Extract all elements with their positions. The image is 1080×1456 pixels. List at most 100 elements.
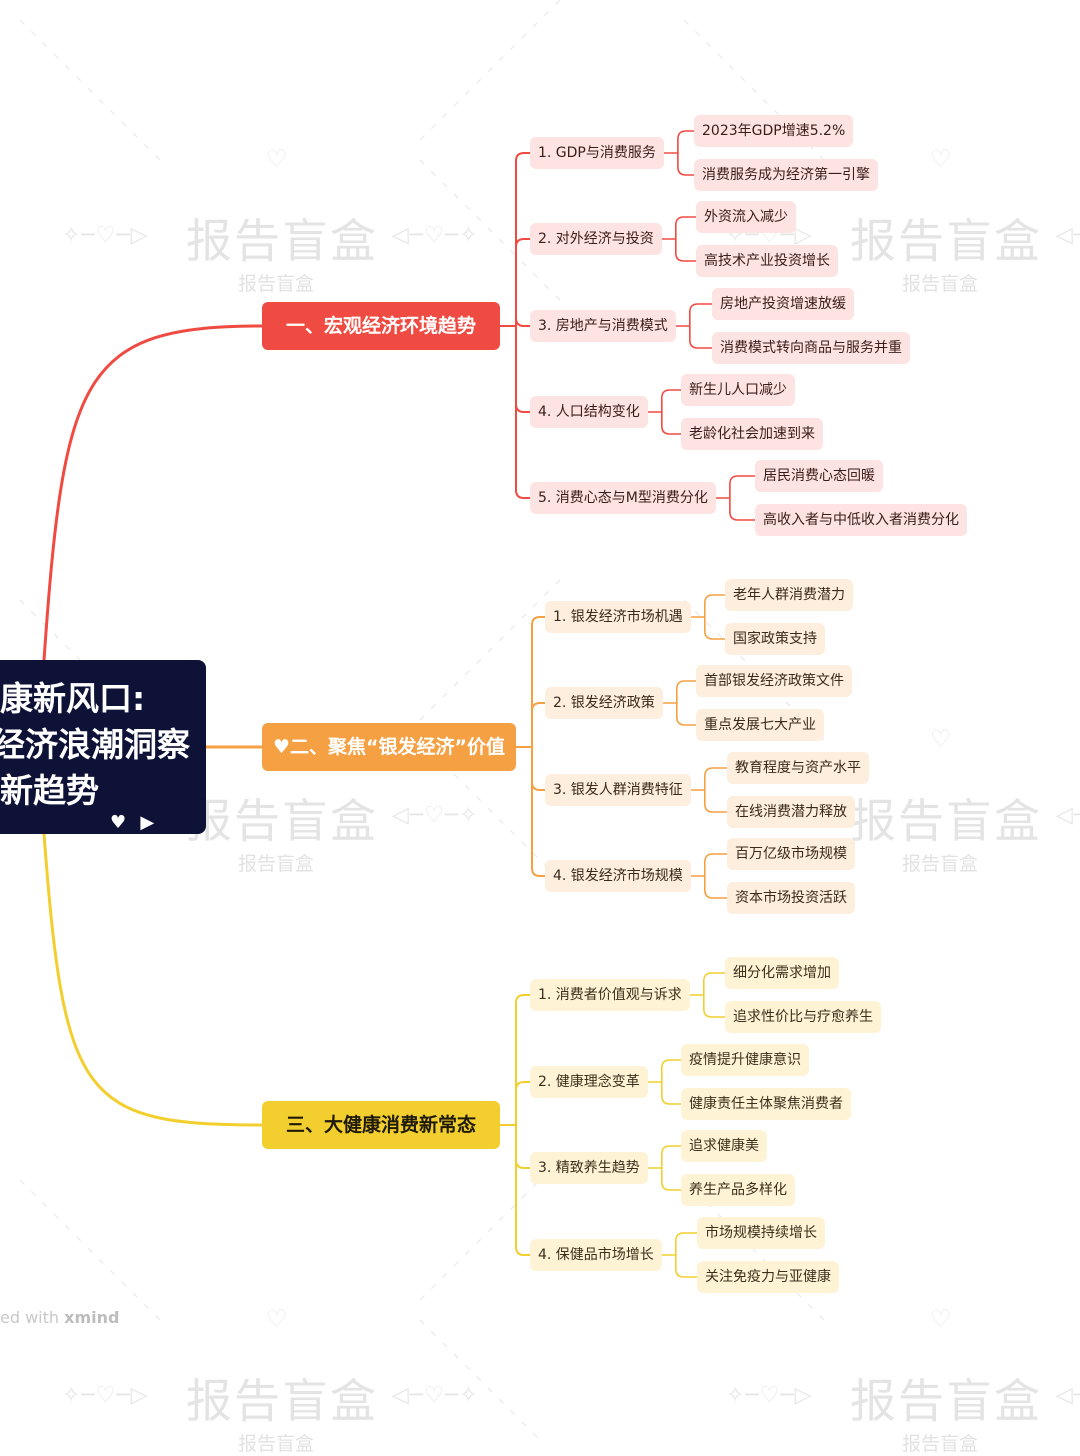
subtopic-silver-market-size[interactable]: 4. 银发经济市场规模 (545, 860, 691, 892)
heart-icon: ♥ (272, 736, 291, 758)
subtopic-m-type-consumption[interactable]: 5. 消费心态与M型消费分化 (530, 482, 716, 514)
connector-sub-leaf (704, 616, 726, 640)
watermark-deco-right: ◁─♡─✧ (1056, 223, 1080, 248)
root-line-1: 康新风口: (0, 679, 146, 718)
connector-sub-leaf (729, 475, 756, 499)
root-node[interactable]: 康新风口: 经济浪潮洞察 新趋势 ♥ ▶ (0, 660, 206, 834)
watermark-caption: 报告盲盒 (238, 853, 315, 875)
leaf-gdp-growth[interactable]: 2023年GDP增速5.2% (694, 115, 854, 147)
watermark-caption: 报告盲盒 (238, 273, 315, 295)
subtopic-health-concept[interactable]: 2. 健康理念变革 (530, 1066, 648, 1098)
connector-sub-leaf (661, 1081, 682, 1105)
subtopic-population[interactable]: 4. 人口结构变化 (530, 396, 648, 428)
leaf-policy-support[interactable]: 国家政策支持 (725, 623, 825, 655)
subtopic-silver-opportunity[interactable]: 1. 银发经济市场机遇 (545, 601, 691, 633)
connector-branch-sub (515, 1081, 531, 1091)
credit-brand: xmind (64, 1308, 120, 1327)
connector-branch-sub (515, 403, 531, 413)
leaf-goods-services[interactable]: 消费模式转向商品与服务并重 (712, 332, 910, 364)
leaf-consumer-responsibility[interactable]: 健康责任主体聚焦消费者 (681, 1088, 851, 1120)
watermark-heart-icon: ♡ (930, 1305, 952, 1333)
connector-sub-leaf (703, 994, 726, 1018)
leaf-first-policy-document[interactable]: 首部银发经济政策文件 (696, 665, 852, 697)
leaf-pandemic-awareness[interactable]: 疫情提升健康意识 (681, 1044, 809, 1076)
root-line-2: 经济浪潮洞察 (0, 725, 190, 764)
connector-branch-sub (531, 616, 546, 626)
watermark-deco-right: ◁─♡─✧ (392, 223, 479, 248)
connector-branch-sub (515, 994, 531, 1004)
leaf-healthy-beauty[interactable]: 追求健康美 (681, 1130, 767, 1162)
leaf-hitech-investment[interactable]: 高技术产业投资增长 (696, 245, 838, 277)
leaf-value-healing[interactable]: 追求性价比与疗愈养生 (725, 1001, 881, 1033)
branch-health-consumption[interactable]: 三、大健康消费新常态 (262, 1101, 500, 1149)
watermark-heart-icon: ♡ (930, 145, 952, 173)
leaf-fdi-decline[interactable]: 外资流入减少 (696, 201, 796, 233)
connector-sub-leaf (676, 702, 697, 726)
watermark-text: 报告盲盒 (850, 214, 1042, 268)
watermark-deco-left: ✧─♡─▷ (62, 223, 149, 248)
watermark-heart-icon: ♡ (266, 1305, 288, 1333)
connector-sub-leaf (661, 1167, 682, 1191)
connector-sub-leaf (689, 303, 713, 327)
watermark-deco-left: ✧─♡─▷ (726, 1383, 813, 1408)
leaf-market-growth[interactable]: 市场规模持续增长 (697, 1217, 825, 1249)
connector-branch-sub (515, 238, 531, 248)
connector-sub-leaf (676, 680, 697, 704)
connector-sub-leaf (677, 130, 695, 154)
watermark-caption: 报告盲盒 (902, 1433, 979, 1455)
leaf-segmented-demand[interactable]: 细分化需求增加 (725, 957, 839, 989)
leaf-online-potential[interactable]: 在线消费潜力释放 (727, 796, 855, 828)
leaf-seven-industries[interactable]: 重点发展七大产业 (696, 709, 824, 741)
connector-sub-leaf (661, 1059, 682, 1083)
leaf-immunity-subhealth[interactable]: 关注免疫力与亚健康 (697, 1261, 839, 1293)
leaf-trillion-market[interactable]: 百万亿级市场规模 (727, 838, 855, 870)
watermark-deco-right: ◁─♡─✧ (1056, 1383, 1080, 1408)
leaf-birth-decline[interactable]: 新生儿人口减少 (681, 374, 795, 406)
watermark-text: 报告盲盒 (186, 214, 378, 268)
leaf-education-assets[interactable]: 教育程度与资产水平 (727, 752, 869, 784)
connector-sub-leaf (703, 972, 726, 996)
leaf-diverse-products[interactable]: 养生产品多样化 (681, 1174, 795, 1206)
connector-sub-leaf (675, 238, 697, 262)
watermark-text: 报告盲盒 (850, 1374, 1042, 1428)
watermark-deco-right: ◁─♡─✧ (392, 1383, 479, 1408)
connector-sub-leaf (704, 594, 726, 618)
leaf-service-engine[interactable]: 消费服务成为经济第一引擎 (694, 159, 878, 191)
subtopic-gdp-consumption[interactable]: 1. GDP与消费服务 (530, 137, 664, 169)
watermark-caption: 报告盲盒 (902, 853, 979, 875)
subtopic-silver-policy[interactable]: 2. 银发经济政策 (545, 687, 663, 719)
watermark-text: 报告盲盒 (186, 794, 378, 848)
subtopic-foreign-investment[interactable]: 2. 对外经济与投资 (530, 223, 662, 255)
subtopic-real-estate[interactable]: 3. 房地产与消费模式 (530, 310, 676, 342)
connector-sub-leaf (661, 411, 682, 435)
leaf-elderly-potential[interactable]: 老年人群消费潜力 (725, 579, 853, 611)
watermark-deco-right: ◁─♡─✧ (1056, 803, 1080, 828)
leaf-aging-society[interactable]: 老龄化社会加速到来 (681, 418, 823, 450)
heart-play-icon: ♥ ▶ (110, 812, 159, 833)
subtopic-refined-wellness[interactable]: 3. 精致养生趋势 (530, 1152, 648, 1184)
watermark-deco-left: ✧─♡─▷ (62, 1383, 149, 1408)
connector-sub-leaf (675, 1254, 698, 1278)
connector-branch-sub (515, 1159, 531, 1169)
watermark-deco-right: ◁─♡─✧ (392, 803, 479, 828)
connector-branch-sub (531, 702, 546, 712)
watermark-caption: 报告盲盒 (902, 273, 979, 295)
subtopic-consumer-values[interactable]: 1. 消费者价值观与诉求 (530, 979, 690, 1011)
branch-macro-economy[interactable]: 一、宏观经济环境趋势 (262, 302, 500, 350)
connector-sub-leaf (704, 767, 728, 791)
leaf-income-divergence[interactable]: 高收入者与中低收入者消费分化 (755, 504, 967, 536)
leaf-sentiment-recovery[interactable]: 居民消费心态回暖 (755, 460, 883, 492)
watermark-chain (419, 0, 561, 141)
root-line-3: 新趋势 (0, 771, 99, 810)
watermark-text: 报告盲盒 (850, 794, 1042, 848)
leaf-capital-active[interactable]: 资本市场投资活跃 (727, 882, 855, 914)
credit-prefix: ed with (0, 1308, 60, 1327)
connector-branch-sub (515, 1246, 531, 1256)
watermark-chain (419, 159, 561, 301)
subtopic-silver-features[interactable]: 3. 银发人群消费特征 (545, 774, 691, 806)
branch-silver-economy[interactable]: ♥二、聚焦“银发经济”价值 (262, 723, 516, 771)
leaf-property-slowdown[interactable]: 房地产投资增速放缓 (712, 288, 854, 320)
connector-root-branch (42, 832, 264, 1127)
subtopic-supplement-growth[interactable]: 4. 保健品市场增长 (530, 1239, 662, 1271)
connector-sub-leaf (704, 853, 728, 877)
